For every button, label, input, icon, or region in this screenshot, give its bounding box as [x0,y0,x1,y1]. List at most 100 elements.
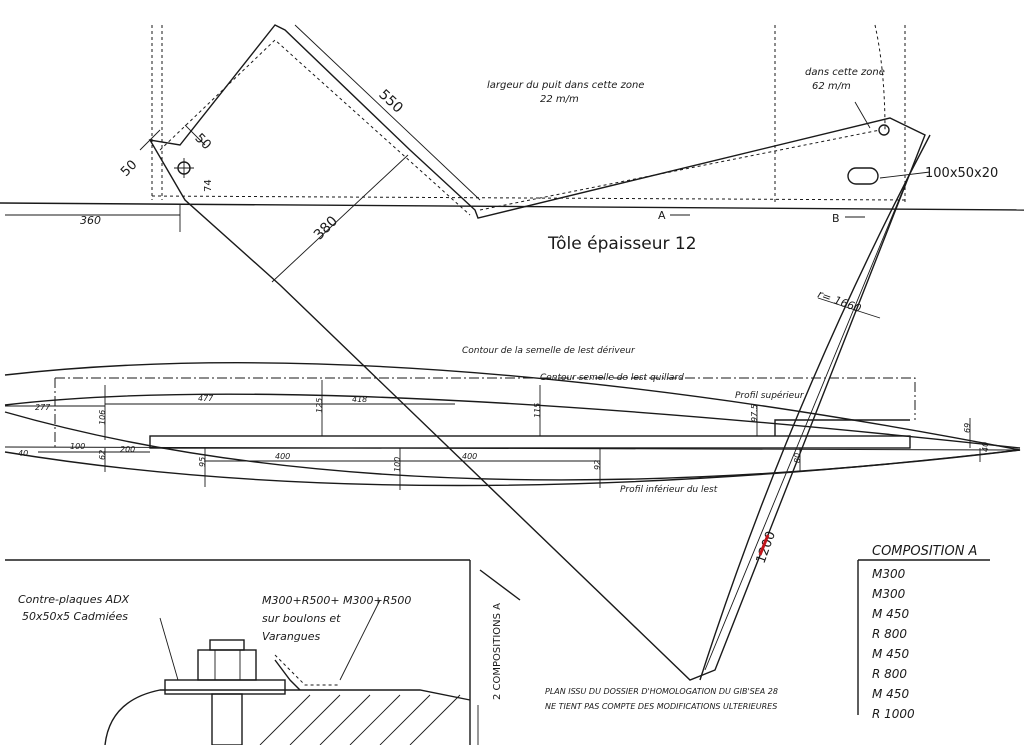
dim-975: 97.5 [750,404,759,422]
hole-right [878,124,890,136]
composition-item: M300 [872,587,906,601]
dim-360-label: 360 [80,214,101,227]
bolt-shank [211,693,243,746]
contour-quillard [55,377,916,420]
hull-edge [479,569,521,601]
dim-line-550 [294,24,481,201]
note-line-2: NE TIENT PAS COMPTE DES MODIFICATIONS UL… [545,702,777,711]
dim-400a: 400 [275,452,290,461]
hatch-2 [289,694,341,746]
resin-label-1: M300+R500+ M300+R500 [262,594,411,607]
radius-leader [817,297,881,319]
homologation-note: PLAN ISSU DU DOSSIER D'HOMOLOGATION DU G… [545,687,778,711]
dim-line-380 [271,154,409,283]
plates-label-1: Contre-plaques ADX [18,593,130,606]
hatch-4 [349,694,401,746]
reference-line [0,202,1024,211]
dim-95: 95 [198,457,207,467]
arc-r1660 [699,134,931,681]
composition-table: COMPOSITION A M300 M300 M 450 R 800 M 45… [857,544,990,721]
slot-leader [879,171,931,179]
keel-slot-rect [149,435,911,449]
dim-125: 125 [315,398,324,413]
composition-item: R 800 [872,627,907,641]
hatch-5 [379,694,431,746]
plate-dashed-top [479,129,881,211]
dim-92: 92 [593,460,602,470]
resin-dashed [274,654,340,686]
dim-40: 40 [981,442,990,452]
dim-1200-label: 1200 [754,529,779,565]
vertical-compositions-label: 2 COMPOSITIONS A [492,603,503,700]
resin-label-2: sur boulons et [262,612,341,625]
dim-100b: 100 [393,457,402,472]
dim-277: 277 [35,403,51,412]
dim-69: 69 [963,423,972,433]
hull-curve [274,659,301,691]
section-b-label: B [832,212,840,225]
zone-note-1-value: 22 m/m [540,94,579,105]
dim-418: 418 [352,395,367,404]
profil-superieur-label: Profil supérieur [735,390,805,401]
hatch-1 [259,694,311,746]
resin-label-3: Varangues [262,630,321,643]
zone-note-2: dans cette zone [805,67,885,78]
plates-leader [159,617,179,681]
dim-200: 200 [120,445,135,454]
dim-tick-50a [139,129,161,151]
composition-item: R 1000 [872,707,915,721]
note-line-1: PLAN ISSU DU DOSSIER D'HOMOLOGATION DU G… [545,687,778,696]
zone-note-1: largeur du puit dans cette zone [487,80,644,91]
resin-leader [339,599,381,681]
bolt-end [209,639,245,651]
radius-label: r= 1660 [816,288,863,316]
frame-curve [874,24,886,131]
contour-deriveur-label: Contour de la semelle de lest dériveur [462,345,636,356]
plate-title: Tôle épaisseur 12 [547,234,697,254]
dim-100a: 100 [70,442,85,451]
hatch-6 [409,694,461,746]
zone-note-2-arrow [854,101,871,129]
ballast-profile-view: 277 477 418 106 125 115 97.5 69 40 100 2… [4,345,1021,495]
composition-item: M 450 [872,647,909,661]
dim-550-label: 550 [375,87,405,117]
profil-inferieur-line [4,449,1021,487]
keel-plate-outline [148,24,926,681]
section-a-label: A [658,209,666,222]
profil-superieur-line [4,393,1021,449]
dim-115: 115 [533,403,542,418]
frame-bottom [151,195,906,201]
bolt-nut [197,649,257,681]
dim-line-1200 [704,184,906,671]
profil-inferieur-label: Profil inférieur du lest [620,484,718,495]
composition-item: M 450 [872,607,909,621]
contour-quillard-label: Contour semelle de lest quillard [540,373,684,383]
dim-380-label: 380 [311,213,341,243]
keel-slot-step [774,419,910,436]
red-mark [758,534,770,556]
composition-title: COMPOSITION A [872,544,977,559]
dim-400b: 400 [462,452,477,461]
bolt-detail-view: Contre-plaques ADX 50x50x5 Cadmiées M300… [5,559,521,746]
dim-74-label: 74 [203,179,214,192]
dim-80: 80 [793,453,802,463]
plates-label-2: 50x50x5 Cadmiées [22,610,128,623]
profile-centerline [4,446,1021,451]
dim-106: 106 [98,410,107,425]
dim-50b-label: 50 [192,131,214,153]
dim-50a-label: 50 [118,158,140,180]
hatch-3 [319,694,371,746]
composition-item: R 800 [872,667,907,681]
hull-section [104,689,471,746]
dim-40b: 40 [18,449,28,458]
counter-plate [164,679,286,695]
contour-deriveur [4,362,1021,481]
zone-note-2-value: 62 m/m [812,81,851,92]
slot-100x50 [847,167,879,185]
composition-item: M300 [872,567,906,581]
composition-item: M 450 [872,687,909,701]
dim-477: 477 [198,394,214,403]
dim-62: 62 [98,450,107,460]
